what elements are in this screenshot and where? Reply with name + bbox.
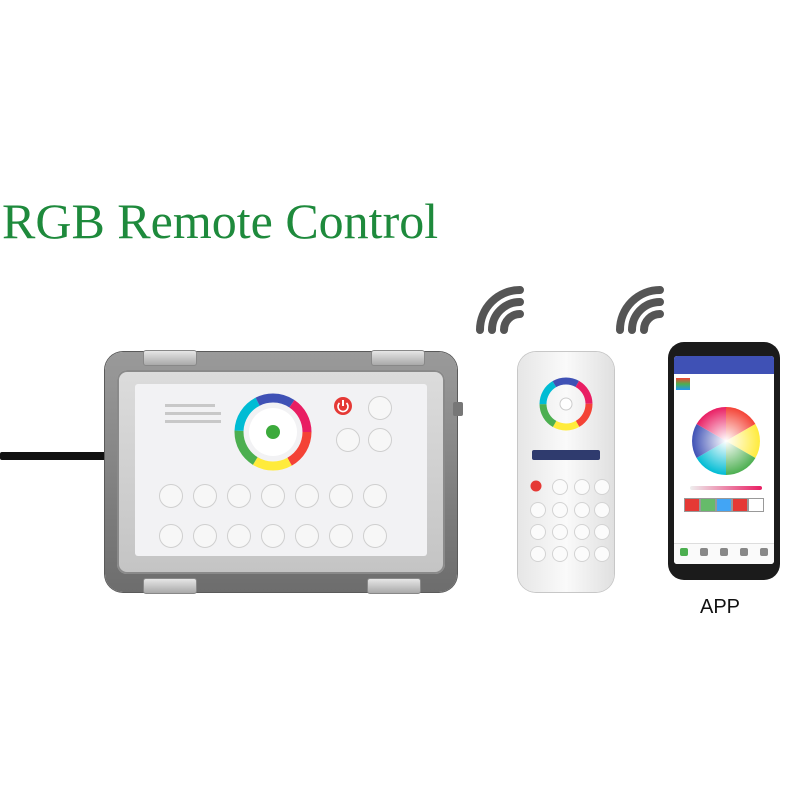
mode-button-3[interactable] xyxy=(227,484,251,508)
app-header xyxy=(674,356,774,374)
app-thumbnail xyxy=(676,378,690,390)
power-cable xyxy=(0,452,112,460)
panel-print-line xyxy=(165,404,215,407)
function-button-6[interactable] xyxy=(329,524,353,548)
wall-controller xyxy=(105,350,463,594)
nav-tab[interactable] xyxy=(740,548,748,556)
color-wheel-icon[interactable] xyxy=(538,376,594,432)
hinge-bottom-right xyxy=(367,578,421,594)
mode-button-6[interactable] xyxy=(329,484,353,508)
remote-button[interactable] xyxy=(594,546,610,562)
function-button-7[interactable] xyxy=(363,524,387,548)
nav-tab[interactable] xyxy=(760,548,768,556)
hinge-bottom-left xyxy=(143,578,197,594)
function-button-4[interactable] xyxy=(261,524,285,548)
remote-button[interactable] xyxy=(552,479,568,495)
remote-button[interactable] xyxy=(530,546,546,562)
nav-tab[interactable] xyxy=(700,548,708,556)
remote-button[interactable] xyxy=(574,546,590,562)
brightness-slider[interactable] xyxy=(690,486,762,490)
alt-button[interactable] xyxy=(368,396,392,420)
power-icon[interactable] xyxy=(333,396,353,416)
side-knob xyxy=(453,402,463,416)
mode-button-2[interactable] xyxy=(193,484,217,508)
function-button-1[interactable] xyxy=(159,524,183,548)
function-button-2[interactable] xyxy=(193,524,217,548)
remote-button[interactable] xyxy=(594,524,610,540)
remote-button[interactable] xyxy=(552,502,568,518)
color-preset[interactable] xyxy=(716,498,732,512)
remote-button[interactable] xyxy=(594,502,610,518)
color-wheel-icon[interactable] xyxy=(233,392,313,472)
controller-cover xyxy=(117,370,445,574)
color-preset[interactable] xyxy=(748,498,764,512)
page-title: RGB Remote Control xyxy=(2,193,439,249)
panel-print-line xyxy=(165,412,221,415)
nav-tab-color[interactable] xyxy=(680,548,688,556)
mode-button-4[interactable] xyxy=(261,484,285,508)
mode-button-5[interactable] xyxy=(295,484,319,508)
panel-print-line xyxy=(165,420,221,423)
color-preset[interactable] xyxy=(732,498,748,512)
wifi-signal-icon xyxy=(616,286,664,334)
speed-down-button[interactable] xyxy=(368,428,392,452)
color-preset[interactable] xyxy=(700,498,716,512)
remote-button[interactable] xyxy=(574,502,590,518)
handheld-remote xyxy=(518,352,614,592)
remote-button[interactable] xyxy=(552,524,568,540)
remote-button[interactable] xyxy=(594,479,610,495)
touch-panel xyxy=(135,384,427,556)
color-wheel-icon[interactable] xyxy=(691,406,761,476)
mode-button-1[interactable] xyxy=(159,484,183,508)
phone-screen xyxy=(674,356,774,564)
nav-tab[interactable] xyxy=(720,548,728,556)
smartphone xyxy=(668,342,780,580)
function-button-5[interactable] xyxy=(295,524,319,548)
color-preset[interactable] xyxy=(684,498,700,512)
remote-button[interactable] xyxy=(530,502,546,518)
brightness-bar[interactable] xyxy=(532,450,600,460)
hinge-top-right xyxy=(371,350,425,366)
power-icon[interactable] xyxy=(530,480,542,492)
wifi-signal-icon xyxy=(476,286,524,334)
speed-up-button[interactable] xyxy=(336,428,360,452)
mode-button-7[interactable] xyxy=(363,484,387,508)
app-label: APP xyxy=(700,596,741,618)
remote-button[interactable] xyxy=(574,524,590,540)
remote-button[interactable] xyxy=(574,479,590,495)
remote-button[interactable] xyxy=(530,524,546,540)
function-button-3[interactable] xyxy=(227,524,251,548)
hinge-top-left xyxy=(143,350,197,366)
remote-button[interactable] xyxy=(552,546,568,562)
